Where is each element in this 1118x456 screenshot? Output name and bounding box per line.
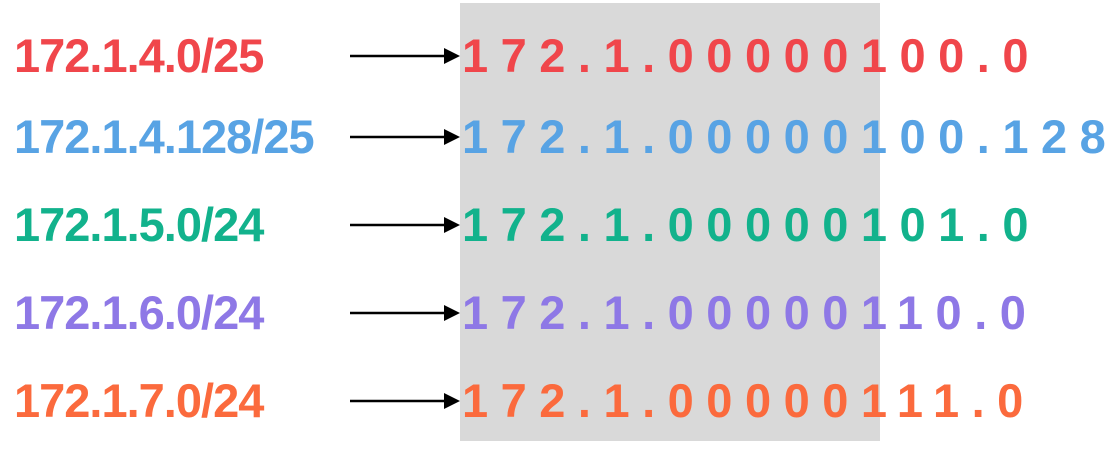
subnet-row-4: 172.1.6.0/24 172.1.00000110.0 bbox=[0, 278, 1094, 348]
subnet-diagram: 172.1.4.0/25 172.1.00000100.0 172.1.4.12… bbox=[0, 3, 1106, 441]
right-arrow-icon bbox=[350, 48, 460, 64]
common-prefix-highlight bbox=[460, 3, 880, 441]
binary-address: 172.1.00000100.128 bbox=[462, 110, 1118, 163]
right-arrow-icon bbox=[350, 305, 460, 321]
subnet-row-2: 172.1.4.128/25 172.1.00000100.128 bbox=[0, 102, 1106, 172]
cidr-prefix: 172.1.4.0/25 bbox=[14, 29, 264, 82]
binary-address: 172.1.00000100.0 bbox=[462, 29, 1041, 82]
subnet-row-3: 172.1.5.0/24 172.1.00000101.0 bbox=[0, 190, 1094, 260]
cidr-prefix: 172.1.4.128/25 bbox=[14, 110, 315, 163]
subnet-row-5: 172.1.7.0/24 172.1.00000111.0 bbox=[0, 366, 1094, 436]
right-arrow-icon bbox=[350, 217, 460, 233]
cidr-prefix: 172.1.7.0/24 bbox=[14, 374, 264, 427]
binary-address: 172.1.00000111.0 bbox=[462, 374, 1036, 427]
cidr-prefix: 172.1.5.0/24 bbox=[14, 198, 264, 251]
binary-address: 172.1.00000101.0 bbox=[462, 198, 1041, 251]
cidr-prefix: 172.1.6.0/24 bbox=[14, 286, 264, 339]
binary-address: 172.1.00000110.0 bbox=[462, 286, 1039, 339]
right-arrow-icon bbox=[350, 393, 460, 409]
subnet-row-1: 172.1.4.0/25 172.1.00000100.0 bbox=[0, 21, 1094, 91]
right-arrow-icon bbox=[350, 129, 460, 145]
